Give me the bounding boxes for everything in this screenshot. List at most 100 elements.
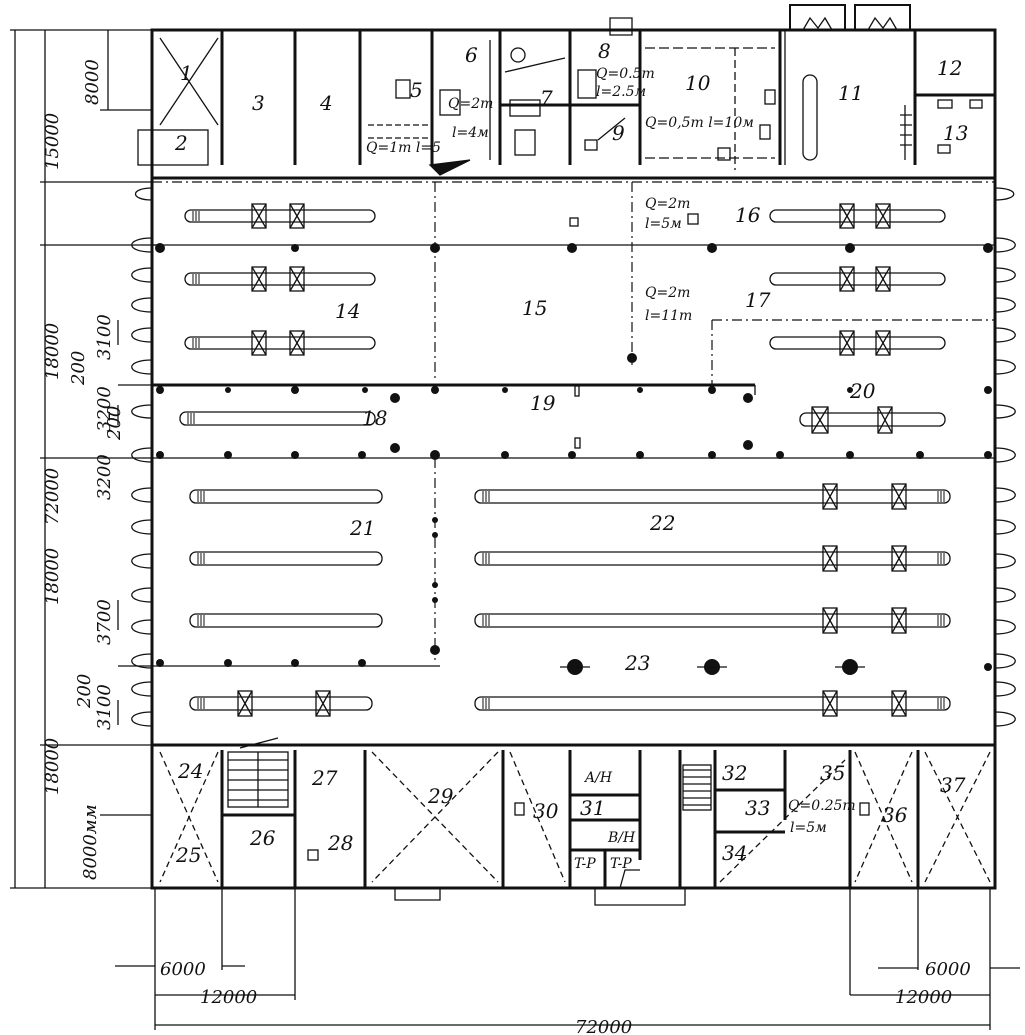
room-26-label: 26	[249, 826, 276, 850]
room-11-equipment	[784, 4, 911, 165]
room-32-label: 32	[722, 761, 747, 785]
stair-32	[682, 764, 712, 811]
crane-r8-capacity: Q=0.5т	[596, 66, 655, 82]
dim-left-3700: 3700	[94, 599, 115, 645]
room-tr2-label: T-P	[610, 856, 632, 872]
bottom-partitions	[220, 750, 920, 888]
room-4-label: 4	[319, 91, 333, 115]
left-dimension-lines	[10, 29, 160, 889]
crane-r16-span: l=5м	[645, 216, 682, 232]
room-22-label: 22	[649, 511, 675, 535]
room-17-label: 17	[745, 288, 771, 312]
dim-left-200-a: 200	[68, 351, 89, 386]
runway-end-hatches	[187, 211, 945, 709]
annotations: Q=2т l=4м Q=1т l=5 Q=0.5т l=2.5м Q=0,5т …	[366, 66, 856, 872]
dim-left-18000-top: 18000	[42, 323, 63, 380]
room-18-label: 18	[362, 406, 387, 430]
crane-trolleys	[237, 203, 907, 717]
columns	[155, 243, 993, 675]
room-5-label: 5	[410, 78, 423, 102]
room-6-crane	[428, 40, 491, 176]
room-5-equipment	[368, 79, 428, 139]
room-1-hatch	[137, 37, 219, 166]
room-14-label: 14	[335, 299, 360, 323]
dim-left-3200-b: 3200	[94, 454, 115, 500]
room-37-label: 37	[940, 773, 966, 797]
crane-r33-capacity: Q=0.25т	[788, 798, 856, 814]
room-20-label: 20	[849, 379, 876, 403]
dim-left-200-c: 200	[74, 674, 95, 709]
room-13-label: 13	[943, 121, 968, 145]
room-2-label: 2	[174, 131, 188, 155]
aisle-19-wall	[152, 383, 756, 395]
crane-runways-upper	[179, 209, 946, 427]
room-3-label: 3	[252, 91, 265, 115]
dim-left-18000-mid: 18000	[42, 548, 63, 605]
room-vn-label: B/H	[607, 830, 636, 846]
dim-left-200-b: 200	[104, 406, 125, 441]
crane-r33-span: l=5м	[790, 820, 827, 836]
dim-left-3100-b: 3100	[94, 684, 115, 730]
crane-top-capacity: Q=2т	[448, 96, 493, 112]
room-an-label: A/H	[583, 770, 613, 786]
room-25-label: 25	[175, 843, 201, 867]
bottom-room-hatches	[159, 751, 991, 883]
room-31-label: 31	[580, 796, 605, 820]
room-24-label: 24	[177, 759, 203, 783]
dim-left-3200-a: 3200	[94, 386, 115, 432]
room-7-label: 7	[540, 86, 553, 110]
crane-r17-capacity: Q=2т	[645, 285, 690, 301]
room-8-9-equipment	[577, 17, 633, 151]
dim-left-15000: 15000	[42, 113, 63, 170]
room-16-label: 16	[735, 203, 761, 227]
dim-bottom-12000-left: 12000	[200, 987, 257, 1008]
room-9-label: 9	[612, 121, 625, 145]
room-tr1-label: T-P	[574, 856, 596, 872]
dim-bottom-72000: 72000	[575, 1017, 632, 1035]
room-28-label: 28	[327, 831, 353, 855]
small-fixtures	[307, 213, 870, 861]
bottom-dimension-lines	[115, 888, 1020, 1030]
room-11-label: 11	[838, 81, 863, 105]
room-30-label: 30	[533, 799, 559, 823]
crane-r17-span: l=11т	[645, 308, 692, 324]
room-7-equipment	[504, 47, 566, 156]
axis-lines	[152, 181, 995, 667]
dim-bottom-12000-right: 12000	[895, 987, 952, 1008]
crane-r10-spec: Q=0,5т l=10м	[645, 115, 754, 131]
outer-walls	[150, 28, 997, 890]
room-23-label: 23	[624, 651, 650, 675]
room-6-label: 6	[465, 43, 478, 67]
dim-bottom-6000-left: 6000	[160, 959, 206, 980]
dim-left-18000-bot: 18000	[42, 738, 63, 795]
room-12-label: 12	[937, 56, 962, 80]
room-10-label: 10	[685, 71, 711, 95]
room-19-label: 19	[530, 391, 556, 415]
room-33-label: 33	[745, 796, 770, 820]
room-34-label: 34	[722, 841, 747, 865]
crane-r5-spec: Q=1т l=5	[366, 140, 441, 156]
left-dimension-text: 8000 15000 18000 3100 200 3200 200 3200 …	[42, 59, 125, 880]
room-15-label: 15	[522, 296, 547, 320]
room-8-label: 8	[598, 39, 611, 63]
bottom-dimension-text: 6000 12000 6000 12000 72000	[160, 959, 971, 1035]
room-10-equipment	[645, 47, 776, 170]
crane-runways-lower	[189, 489, 951, 711]
dim-left-8000: 8000	[82, 59, 103, 105]
entrances	[394, 869, 686, 906]
crane-top-span: l=4м	[452, 125, 489, 141]
stair-26	[227, 737, 289, 808]
room-29-label: 29	[427, 784, 454, 808]
top-partitions	[220, 30, 995, 165]
crane-r8-span: l=2.5м	[596, 84, 646, 100]
dim-bottom-6000-right: 6000	[925, 959, 971, 980]
crane-r16-capacity: Q=2т	[645, 196, 690, 212]
room-21-label: 21	[349, 516, 375, 540]
room-12-13-equipment	[900, 99, 983, 160]
room-27-label: 27	[311, 766, 338, 790]
dim-left-72000: 72000	[42, 468, 63, 525]
room-1-label: 1	[180, 61, 193, 85]
room-35-label: 35	[820, 761, 845, 785]
room-36-label: 36	[882, 803, 908, 827]
